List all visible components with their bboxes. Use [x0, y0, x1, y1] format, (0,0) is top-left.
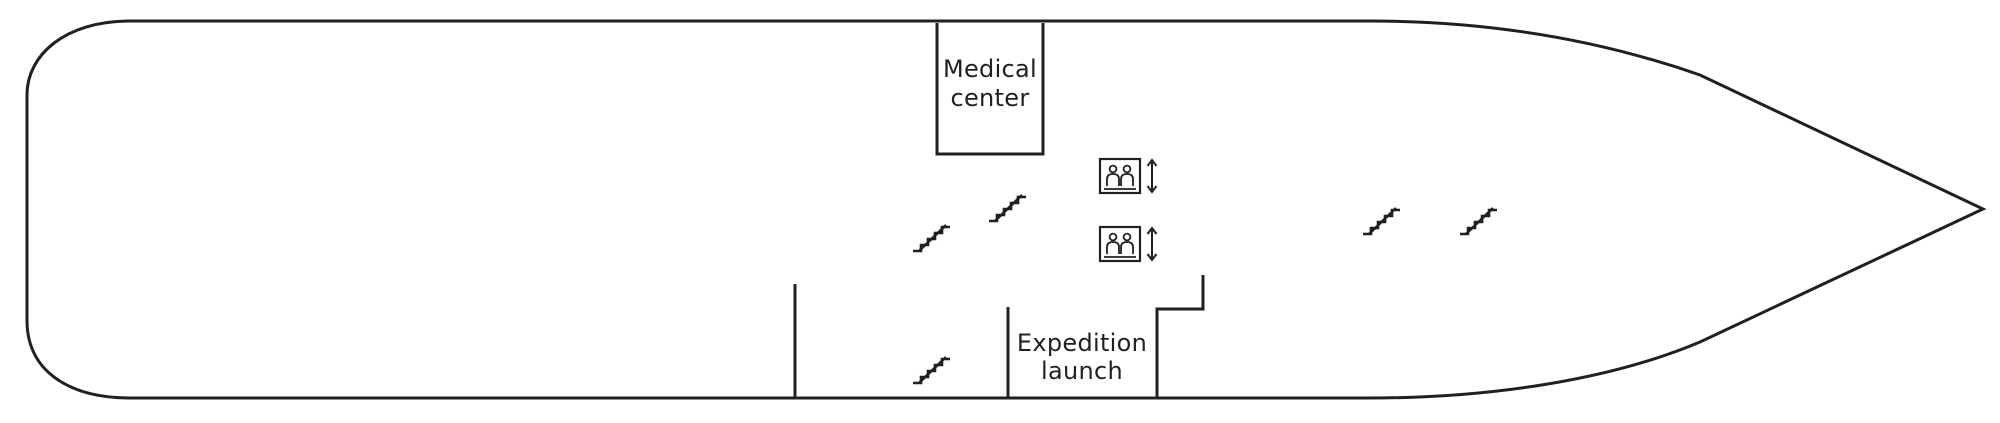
up-down-arrow-icon — [1146, 159, 1158, 193]
medical-center-label-line2: center — [950, 84, 1029, 112]
expedition-launch-label-line1: Expedition — [1017, 329, 1147, 357]
medical-center-label-line1: Medical — [943, 55, 1037, 83]
expedition-launch-room — [1006, 275, 1205, 397]
stairs-icon — [1361, 206, 1402, 236]
stairs-icon — [911, 355, 952, 385]
up-down-arrow-icon — [1146, 227, 1158, 261]
expedition-launch-label-line2: launch — [1041, 357, 1123, 385]
stairs-icon — [911, 223, 952, 253]
medical-center-room — [935, 23, 1045, 156]
elevator-icon — [1098, 225, 1142, 263]
hull-outline — [25, 19, 1987, 400]
stairs-icon — [1458, 206, 1499, 236]
elevator-icon — [1098, 157, 1142, 195]
stairs-icon — [987, 193, 1028, 223]
